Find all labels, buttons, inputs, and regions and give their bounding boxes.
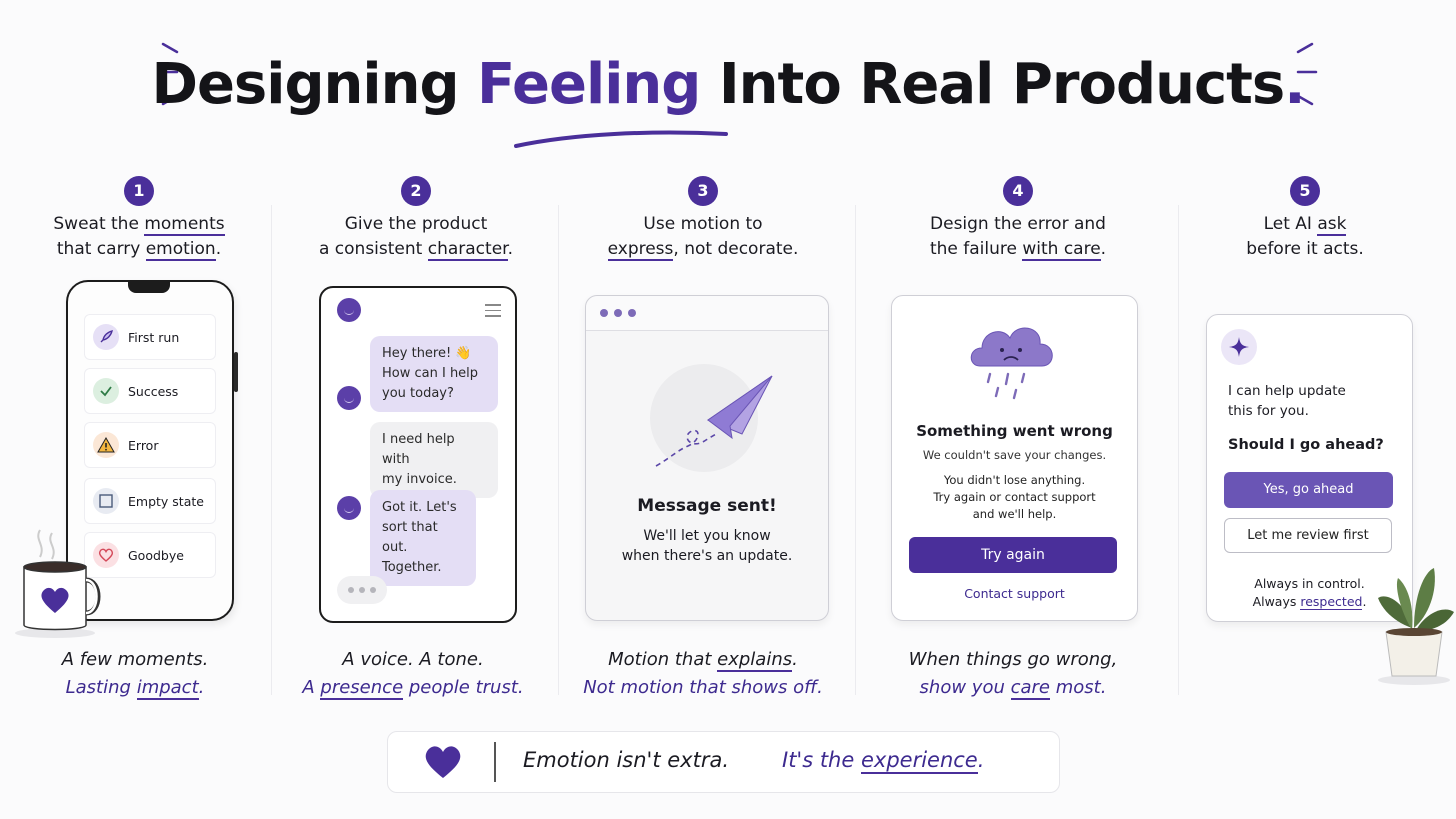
heart-icon	[93, 542, 119, 568]
page-title: Designing Feeling Into Real Products.	[151, 52, 1305, 117]
window-controls	[586, 296, 828, 331]
sparkle-icon	[1221, 329, 1257, 365]
paper-plane-icon	[650, 364, 773, 472]
sad-cloud-icon	[970, 327, 1053, 400]
list-item-empty-state[interactable]: Empty state	[84, 478, 216, 524]
ai-question: Should I go ahead?	[1228, 437, 1384, 453]
column-heading: Use motion to express, not decorate.	[607, 214, 799, 261]
column-2-caption: A voice. A tone. A presence people trust…	[302, 649, 524, 700]
column-heading: Give the product a consistent character.	[318, 214, 513, 261]
footer-emphasis: It's the experience.	[782, 748, 985, 774]
error-subtext: We couldn't save your changes.	[922, 448, 1107, 462]
title-underline	[514, 130, 728, 148]
potted-plant-icon	[1378, 568, 1454, 685]
column-4: 4 Design the error and the failure with …	[873, 176, 1163, 262]
column-1-caption: A few moments. Lasting impact.	[61, 649, 209, 700]
step-number: 5	[1290, 176, 1320, 206]
step-number: 4	[1003, 176, 1033, 206]
column-1: 1 Sweat the moments that carry emotion.	[0, 176, 284, 262]
column-3: 3 Use motion to express, not decorate.	[558, 176, 848, 262]
bot-avatar	[337, 298, 361, 322]
list-item-success[interactable]: Success	[84, 368, 216, 414]
ai-footer-text: Always in control. Always respected.	[1252, 576, 1367, 610]
error-card: Something went wrong We couldn't save yo…	[891, 295, 1138, 621]
column-4-caption: When things go wrong, show you care most…	[908, 649, 1118, 700]
title-highlight: Feeling	[477, 52, 701, 117]
try-again-button[interactable]: Try again	[909, 537, 1117, 573]
step-number: 3	[688, 176, 718, 206]
menu-icon[interactable]	[485, 304, 501, 321]
phone-mockup: First run Success Error Empty state Good…	[66, 280, 238, 621]
typing-indicator	[337, 576, 387, 604]
yes-go-ahead-button[interactable]: Yes, go ahead	[1224, 472, 1393, 508]
coffee-mug-icon	[15, 529, 101, 638]
error-body: You didn't lose anything.Try again or co…	[933, 473, 1096, 521]
empty-box-icon	[93, 488, 119, 514]
card-heading: Message sent!	[637, 496, 777, 516]
footer-statement: Emotion isn't extra.	[523, 748, 730, 772]
bot-avatar	[337, 496, 361, 520]
check-icon	[93, 378, 119, 404]
column-heading: Let AI ask before it acts.	[1246, 214, 1364, 259]
column-5: 5 Let AI ask before it acts.	[1160, 176, 1450, 262]
column-2: 2 Give the product a consistent characte…	[271, 176, 561, 262]
column-3-caption: Motion that explains. Not motion that sh…	[583, 649, 823, 698]
review-first-button[interactable]: Let me review first	[1224, 518, 1392, 553]
heart-icon	[425, 746, 461, 778]
left-sparkle-icon	[157, 42, 179, 106]
bot-avatar	[337, 386, 361, 410]
step-number: 2	[401, 176, 431, 206]
column-heading: Sweat the moments that carry emotion.	[53, 214, 225, 261]
footer-banner: Emotion isn't extra. It's the experience…	[387, 731, 1060, 793]
list-item-error[interactable]: Error	[84, 422, 216, 468]
rocket-icon	[93, 324, 119, 350]
step-number: 1	[124, 176, 154, 206]
contact-support-link[interactable]: Contact support	[964, 586, 1065, 601]
column-heading: Design the error and the failure with ca…	[929, 214, 1107, 261]
list-item-goodbye[interactable]: Goodbye	[84, 532, 216, 578]
error-heading: Something went wrong	[916, 422, 1113, 440]
list-item-first-run[interactable]: First run	[84, 314, 216, 360]
right-sparkle-icon	[1296, 42, 1318, 106]
warning-icon	[93, 432, 119, 458]
